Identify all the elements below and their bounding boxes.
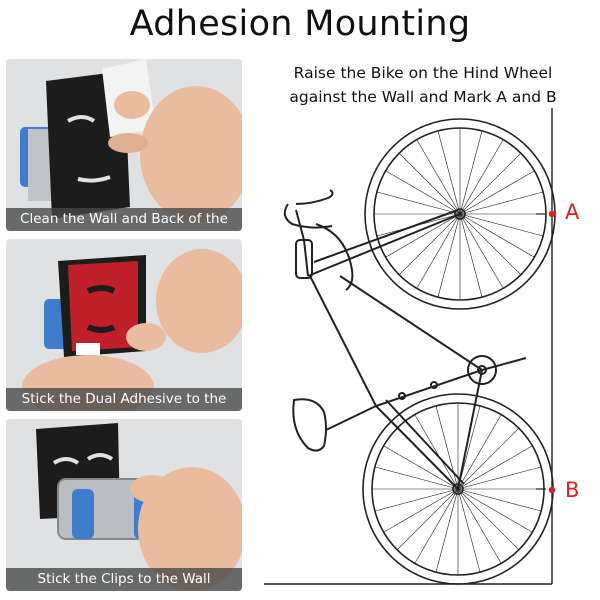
saddle (292, 398, 327, 452)
step-caption: Clean the Wall and Back of the Board (6, 208, 242, 231)
mark-a-dot (548, 210, 556, 218)
step-panel-adhesive: Stick the Dual Adhesive to the Board (6, 239, 242, 411)
mark-b-label: B (565, 478, 580, 502)
wall-clip-photo (6, 419, 242, 591)
step-panel-clips: Stick the Clips to the Wall (6, 419, 242, 591)
step-panel-clean: Clean the Wall and Back of the Board (6, 59, 242, 231)
handlebar (283, 189, 354, 291)
mark-a-label: A (565, 200, 580, 224)
bike-frame (295, 209, 527, 490)
adhesive-board-photo (6, 239, 242, 411)
diagram-heading-line1: Raise the Bike on the Hind Wheel (293, 64, 553, 82)
diagram-heading-line2: against the Wall and Mark A and B (289, 88, 557, 106)
page-title: Adhesion Mounting (129, 4, 471, 44)
bike-diagram (264, 108, 556, 585)
mark-b-dot (548, 486, 556, 494)
clean-board-photo (6, 59, 242, 231)
step-caption: Stick the Dual Adhesive to the Board (6, 388, 242, 411)
step-caption: Stick the Clips to the Wall (6, 568, 242, 591)
